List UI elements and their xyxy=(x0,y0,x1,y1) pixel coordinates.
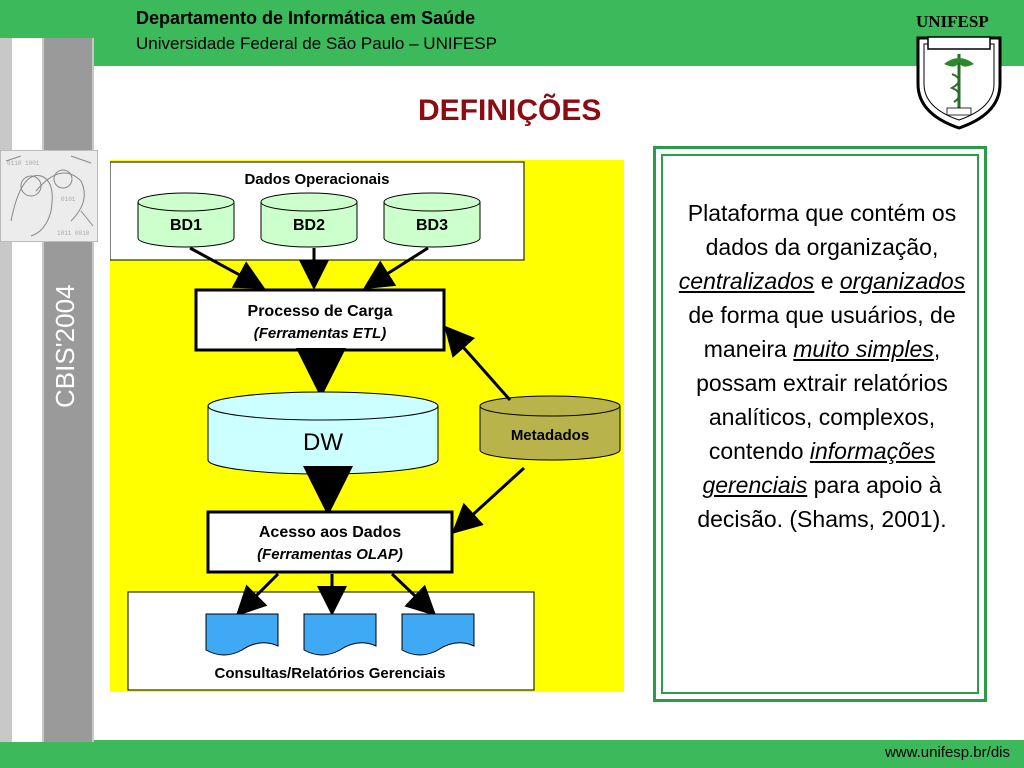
database-bd1: BD1 xyxy=(137,192,235,248)
data-warehouse: DW xyxy=(207,391,439,475)
svg-text:0110 1001: 0110 1001 xyxy=(7,160,40,167)
logo-label: UNIFESP xyxy=(916,12,989,31)
definition-part-1: Plataforma que contém os dados da organi… xyxy=(687,200,957,260)
event-label: CBIS'2004 xyxy=(50,284,80,409)
arrow-bd3-to-load xyxy=(362,246,429,290)
metadata-store: Metadados xyxy=(479,395,621,461)
emphasis-informacoes-gerenciais: informações gerenciais xyxy=(702,438,936,498)
footer-bar xyxy=(94,740,1024,768)
definition-part-4: , possam extrair relatórios analíticos, … xyxy=(696,336,948,464)
emphasis-organizados: organizados xyxy=(839,268,966,294)
data-access-box xyxy=(206,510,454,574)
database-bd2: BD2 xyxy=(260,192,358,248)
svg-text:0101: 0101 xyxy=(61,196,76,203)
access-tools-label: (Ferramentas OLAP) xyxy=(257,546,403,563)
load-tools-label: (Ferramentas ETL) xyxy=(254,325,387,342)
database-bd3-label: BD3 xyxy=(416,217,448,234)
reports-label: Consultas/Relatórios Gerenciais xyxy=(215,665,446,682)
report-document-2 xyxy=(303,613,377,656)
dw-architecture-diagram: Dados Operacionais BD1 BD2 BD3 Processo … xyxy=(109,160,624,697)
data-access-label: Acesso aos Dados xyxy=(259,524,401,541)
arrow-metadata-to-access xyxy=(451,466,526,535)
report-document-3 xyxy=(401,613,475,656)
side-illustration: 0110 1001 1011 0010 0101 xyxy=(0,150,98,242)
definition-part-3: de forma que usuários, de maneira xyxy=(688,302,956,362)
definition-part-5: para apoio à decisão. (Shams, 2001). xyxy=(697,472,947,532)
definition-part-2: e xyxy=(814,268,840,294)
definition-box-inner-border: Plataforma que contém os dados da organi… xyxy=(661,154,979,694)
database-bd3: BD3 xyxy=(383,192,481,248)
arrow-metadata-to-load xyxy=(444,325,512,401)
metadata-label: Metadados xyxy=(511,427,589,444)
database-bd1-label: BD1 xyxy=(170,217,202,234)
definition-box: Plataforma que contém os dados da organi… xyxy=(653,146,987,702)
emphasis-muito-simples: muito simples xyxy=(793,336,934,362)
report-document-1 xyxy=(205,613,279,656)
footer-url-link[interactable]: www.unifesp.br/dis xyxy=(884,744,1010,761)
header-title: Departamento de Informática em Saúde xyxy=(136,8,476,28)
slide-title: DEFINIÇÕES xyxy=(418,94,602,127)
arrow-access-to-report1 xyxy=(235,572,280,617)
svg-text:1011 0010: 1011 0010 xyxy=(57,230,90,237)
header-bar xyxy=(94,0,1024,66)
sketch-figures-icon: 0110 1001 1011 0010 0101 xyxy=(1,151,97,241)
emphasis-centralizados: centralizados xyxy=(678,268,815,294)
unifesp-seal-icon xyxy=(914,34,1004,130)
data-warehouse-label: DW xyxy=(303,429,343,456)
load-process-label: Processo de Carga xyxy=(248,303,393,320)
database-bd2-label: BD2 xyxy=(293,217,325,234)
header-subtitle: Universidade Federal de São Paulo – UNIF… xyxy=(136,34,497,53)
arrow-bd1-to-load xyxy=(189,246,266,289)
definition-text: Plataforma que contém os dados da organi… xyxy=(677,196,967,536)
arrow-access-to-report3 xyxy=(390,572,437,617)
operational-data-label: Dados Operacionais xyxy=(244,171,389,188)
load-process-box xyxy=(194,288,446,352)
congress-label: IX Congresso Brasileiro de Informática e… xyxy=(22,352,38,660)
